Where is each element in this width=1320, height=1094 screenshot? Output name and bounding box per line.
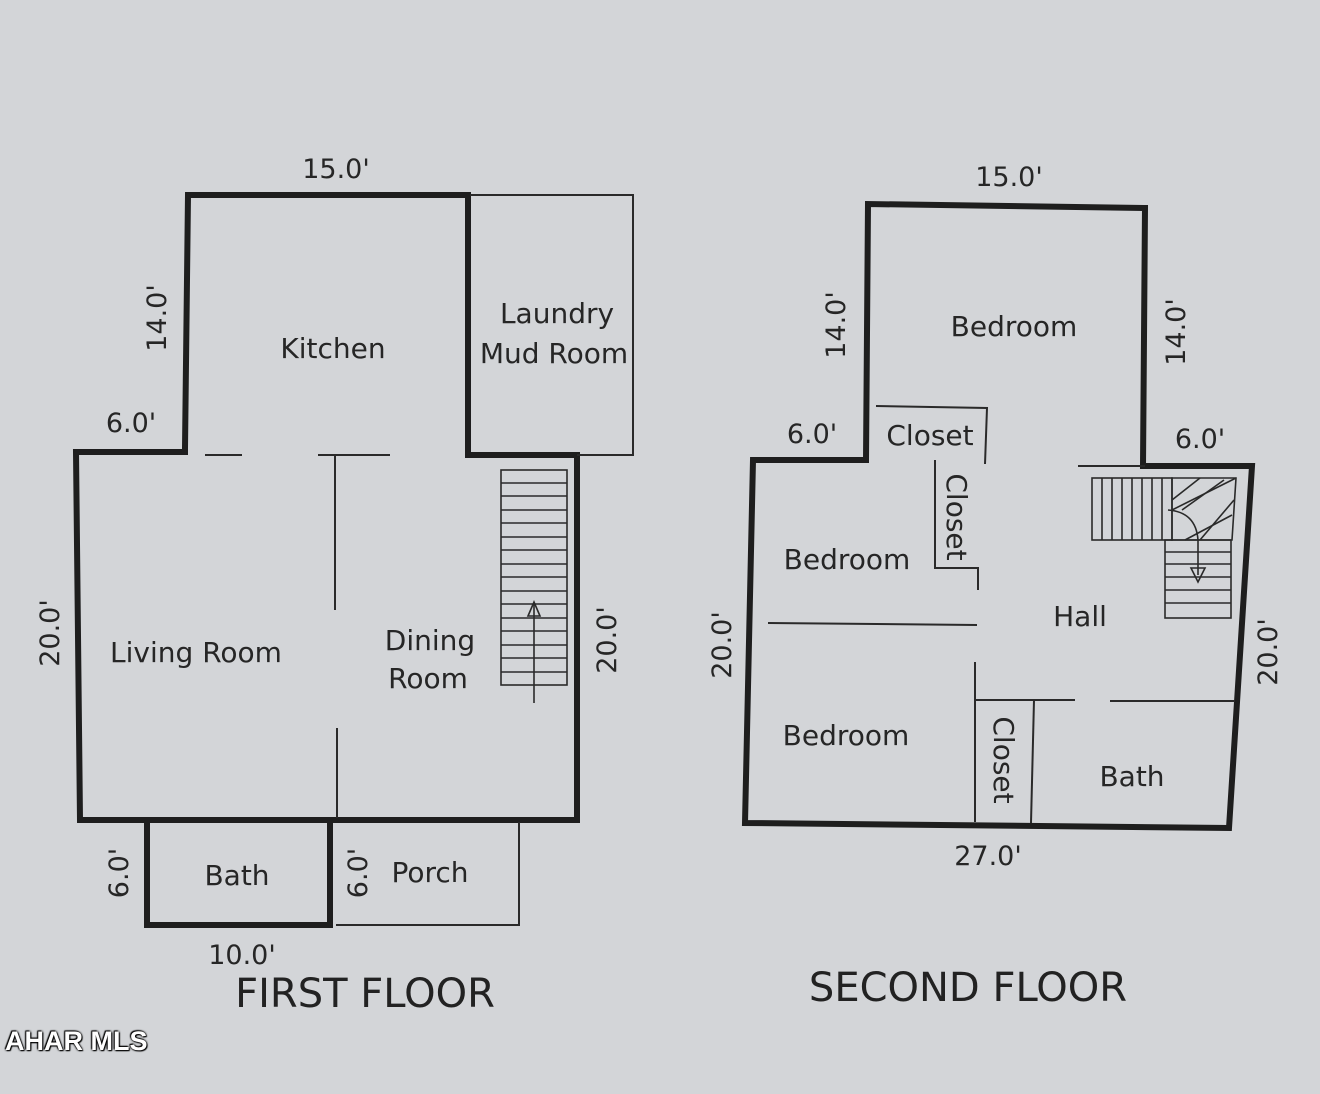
porch-depth-dim: 6.0' [343, 848, 374, 898]
vertical-closet-walls [934, 460, 979, 590]
top-closet-label: Closet [886, 419, 973, 452]
first-floor-left-height-dim: 20.0' [35, 599, 66, 667]
second-floor-right-height-dim: 20.0' [1253, 618, 1284, 686]
hall-label: Hall [1053, 600, 1107, 633]
kitchen-depth-dim: 14.0' [142, 284, 173, 352]
first-floor-bath-walls [144, 819, 333, 928]
dining-room-label: Room [388, 662, 468, 695]
first-floor-right-height-dim: 20.0' [592, 606, 623, 674]
second-floor-title: SECOND FLOOR [809, 965, 1127, 1011]
bottom-closet-label: Closet [987, 716, 1020, 803]
dining-label: Dining [385, 624, 475, 657]
bath-depth-dim: 6.0' [104, 848, 135, 898]
second-floor-plan: Bedroom Closet Closet Bedroom Hall Bedro… [707, 162, 1284, 1011]
top-bedroom-label: Bedroom [951, 310, 1078, 343]
first-floor-left-step-dim: 6.0' [106, 408, 156, 439]
mud-room-label: Mud Room [480, 337, 628, 370]
second-floor-left-upper-dim: 14.0' [821, 291, 852, 359]
laundry-room-walls [470, 194, 634, 456]
kitchen-label: Kitchen [280, 332, 385, 365]
second-floor-left-height-dim: 20.0' [707, 611, 738, 679]
second-floor-walls [741, 200, 1256, 832]
bath-left-wall [1030, 699, 1035, 824]
mls-watermark: AHAR MLS [5, 1026, 148, 1056]
second-floor-right-upper-dim: 14.0' [1161, 298, 1192, 366]
second-floor-stairs [1091, 477, 1237, 619]
second-floor-right-step-dim: 6.0' [1175, 424, 1225, 455]
top-closet-walls [875, 405, 989, 465]
first-floor-bath-label: Bath [204, 859, 269, 892]
second-floor-left-step-dim: 6.0' [787, 419, 837, 450]
second-floor-bath-label: Bath [1099, 760, 1164, 793]
laundry-label: Laundry [500, 297, 614, 330]
left-bedroom-label: Bedroom [784, 543, 911, 576]
first-floor-stairs [500, 469, 568, 703]
first-floor-plan: Kitchen Laundry Mud Room Living Room Din… [35, 154, 634, 1017]
second-floor-bottom-width-dim: 27.0' [954, 841, 1022, 872]
vertical-closet-label: Closet [940, 473, 973, 560]
porch-label: Porch [391, 856, 468, 889]
porch-outline [336, 822, 520, 926]
first-floor-top-width-dim: 15.0' [302, 154, 370, 185]
second-floor-top-width-dim: 15.0' [975, 162, 1043, 193]
bath-width-dim: 10.0' [208, 940, 276, 971]
living-room-label: Living Room [110, 636, 282, 669]
first-floor-title: FIRST FLOOR [235, 971, 495, 1017]
bottom-bedroom-label: Bedroom [783, 719, 910, 752]
bedroom-divider-wall [767, 622, 978, 626]
stair-direction-arrow [1167, 509, 1199, 575]
